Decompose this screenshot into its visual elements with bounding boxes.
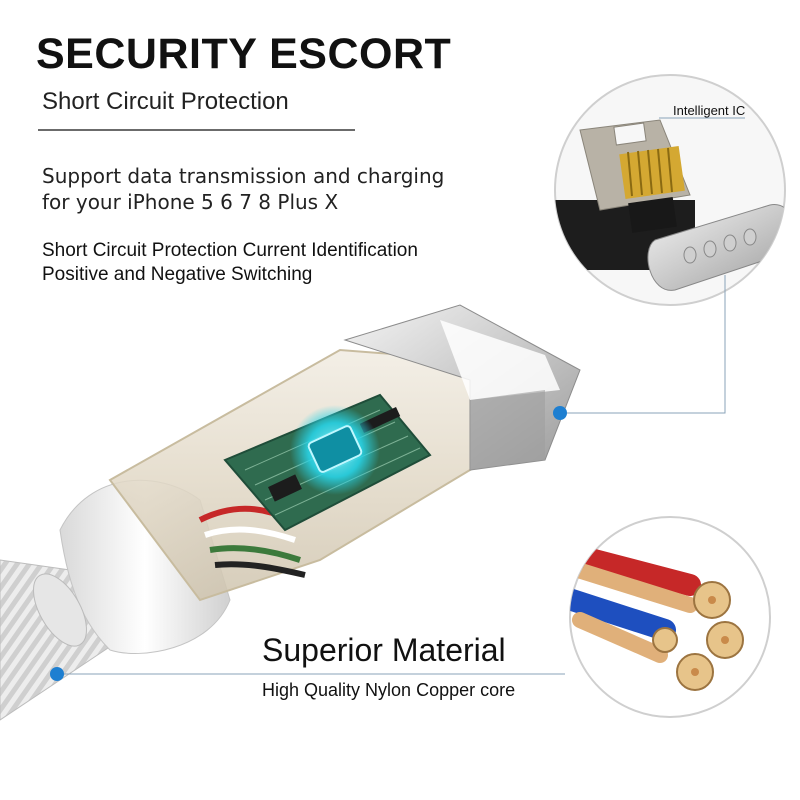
protection-text-line-2: Positive and Negative Switching — [42, 264, 313, 285]
support-text-line-1: Support data transmission and charging — [42, 164, 445, 188]
support-text-line-2: for your iPhone 5 6 7 8 Plus X — [42, 190, 339, 214]
ic-pins — [619, 146, 685, 199]
page-subtitle: Short Circuit Protection — [42, 88, 289, 115]
accent-dots — [50, 406, 567, 681]
material-title: Superior Material — [262, 632, 506, 668]
material-subtitle: High Quality Nylon Copper core — [262, 680, 516, 700]
copper-wire-bundle — [569, 516, 771, 718]
subtitle-divider — [38, 129, 355, 131]
intelligent-ic-label: Intelligent IC — [673, 103, 746, 118]
protection-text-line-1: Short Circuit Protection Current Identif… — [42, 240, 418, 261]
lightning-connector — [343, 304, 581, 471]
page-title: SECURITY ESCORT — [36, 30, 452, 78]
ic-chip-glow — [290, 405, 380, 495]
leader-lines — [58, 117, 745, 675]
magnetic-connector-zoom — [554, 74, 786, 306]
